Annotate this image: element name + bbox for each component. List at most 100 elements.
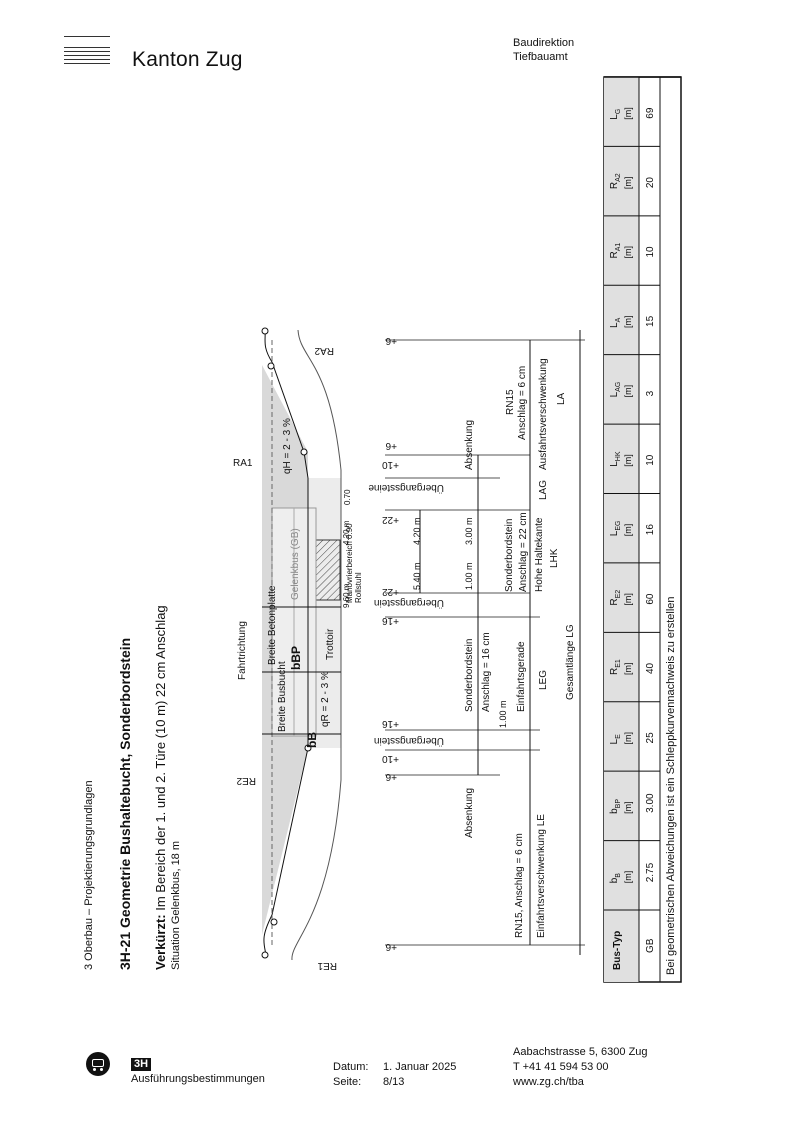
bbp-label: bBP bbox=[289, 646, 303, 670]
plus22-a: +22 bbox=[382, 514, 399, 525]
logo-mark bbox=[64, 36, 110, 67]
anschlag-aus: Anschlag = 6 cm bbox=[517, 366, 528, 440]
dim-540: 5.40 m bbox=[412, 562, 422, 590]
table-header-cell: LA bbox=[609, 317, 622, 328]
bb-label: bB bbox=[305, 732, 319, 748]
table-header-cell: LHK bbox=[609, 451, 622, 467]
manoevrier-label: Manövrierbereich 0.90 bbox=[345, 523, 354, 603]
hohe-haltekante-label: Hohe Haltekante bbox=[534, 517, 545, 592]
einfahrtsgerade-label: Einfahrtsgerade bbox=[516, 641, 527, 712]
datum-value: 1. Januar 2025 bbox=[383, 1061, 457, 1073]
trottoir-label: Trottoir bbox=[325, 628, 336, 660]
ra1-label: RA1 bbox=[233, 458, 253, 469]
dim-300: 3.00 m bbox=[464, 517, 474, 545]
manoeuvre-area bbox=[315, 539, 341, 601]
rollstuhl-label: Rollstuhl bbox=[354, 572, 363, 603]
dept-line-2: Tiefbauamt bbox=[513, 51, 568, 63]
gelenkbus-label: Gelenkbus (GB) bbox=[290, 528, 301, 600]
dim-960: 9.60 m bbox=[342, 583, 351, 608]
table-unit-cell: [m] bbox=[623, 177, 633, 190]
table-header-cell: LE bbox=[609, 734, 622, 745]
absenkung-aus: Absenkung bbox=[464, 420, 475, 470]
table-header-cell: bBP bbox=[609, 799, 622, 814]
table-unit-cell: [m] bbox=[623, 385, 633, 398]
plus6-d: +6 bbox=[385, 941, 397, 952]
ausfahrt-label: Ausfahrtsverschwenkung bbox=[538, 358, 549, 470]
table-value-cell: 3.00 bbox=[645, 793, 656, 813]
table-value-cell: 40 bbox=[645, 662, 656, 674]
table-unit-cell: [m] bbox=[623, 732, 633, 745]
table-header-cell: RE1 bbox=[609, 659, 622, 675]
table-value-cell: 69 bbox=[645, 107, 656, 119]
plus10-a: +10 bbox=[382, 459, 399, 470]
re1-label: RE1 bbox=[317, 960, 337, 971]
dim-100b: 1.00 m bbox=[464, 562, 474, 590]
seite-label: Seite: bbox=[333, 1076, 362, 1088]
table-header-cell: bB bbox=[609, 873, 622, 884]
breite-betonplatte-label: Breite Betonplatte bbox=[267, 585, 278, 665]
plus16-a: +16 bbox=[382, 615, 399, 626]
table-header-cell: RE2 bbox=[609, 590, 622, 606]
table-unit-cell: [m] bbox=[623, 871, 633, 884]
absenkung-ein: Absenkung bbox=[464, 788, 475, 838]
table-unit-cell: [m] bbox=[623, 593, 633, 606]
fahrtrichtung-label: Fahrtrichtung bbox=[237, 621, 248, 680]
breite-busbucht-label: Breite Busbucht bbox=[277, 661, 288, 732]
curb-line bbox=[263, 329, 309, 956]
anschlag16-label: Anschlag = 16 cm bbox=[481, 632, 492, 712]
rn15-aus: RN15 bbox=[505, 389, 516, 415]
table-header-cell: LEG bbox=[609, 521, 622, 537]
leg-label: LEG bbox=[538, 670, 549, 690]
ra2-label: RA2 bbox=[314, 345, 334, 356]
table-unit-cell: [m] bbox=[623, 454, 633, 467]
table-value-cell: 10 bbox=[645, 454, 656, 466]
uebergangssteine-label: Übergangssteine bbox=[368, 482, 444, 494]
table-value-cell: 16 bbox=[645, 524, 656, 536]
brand-name: Kanton Zug bbox=[132, 48, 243, 71]
datum-label: Datum: bbox=[333, 1061, 369, 1073]
footer-meta: Datum: 1. Januar 2025 Seite: 8/13 bbox=[333, 1060, 456, 1090]
dept-line-1: Baudirektion bbox=[513, 37, 575, 49]
plus22-b: +22 bbox=[382, 586, 399, 597]
dim-420b: 4.20 m bbox=[412, 517, 422, 545]
table-header-cell: Bus-Typ bbox=[612, 931, 623, 970]
qr-label: qR = 2 - 3 % bbox=[320, 671, 331, 727]
telephone: T +41 41 594 53 00 bbox=[513, 1061, 609, 1073]
bus-icon bbox=[86, 1052, 110, 1076]
address: Aabachstrasse 5, 6300 Zug bbox=[513, 1046, 648, 1058]
seite-value: 8/13 bbox=[383, 1076, 405, 1088]
einfahrt-label: Einfahrtsverschwenkung LE bbox=[536, 814, 547, 938]
plus16-b: +16 bbox=[382, 718, 399, 729]
dim-420: 4.20 m bbox=[342, 520, 351, 545]
uebergangsstein-b: Übergangsstein bbox=[374, 735, 444, 747]
sonderbordstein22-label: Sonderbordstein bbox=[504, 519, 515, 592]
table-header-cell: LG bbox=[609, 109, 622, 120]
rn15-ein: RN15, Anschlag = 6 cm bbox=[514, 833, 525, 938]
table-header-cell: RA2 bbox=[609, 173, 622, 189]
department: Baudirektion Tiefbauamt bbox=[513, 36, 574, 64]
lag-label: LAG bbox=[538, 480, 549, 500]
dim-070: 0.70 bbox=[343, 489, 352, 505]
table-value-cell: 10 bbox=[645, 246, 656, 258]
table-unit-cell: [m] bbox=[623, 246, 633, 259]
table-unit-cell: [m] bbox=[623, 663, 633, 676]
footer-doc: 3H Ausführungsbestimmungen bbox=[131, 1057, 265, 1087]
la-label: LA bbox=[556, 392, 567, 405]
plus10-b: +10 bbox=[382, 753, 399, 764]
table-unit-cell: [m] bbox=[623, 315, 633, 328]
gesamtlaenge-label: Gesamtlänge LG bbox=[565, 624, 576, 700]
table-value-cell: 25 bbox=[645, 732, 656, 744]
plus6-a: +6 bbox=[385, 335, 397, 346]
table-value-cell: 2.75 bbox=[645, 862, 656, 882]
re2-label: RE2 bbox=[236, 775, 256, 786]
lhk-label: LHK bbox=[549, 548, 560, 568]
table-unit-cell: [m] bbox=[623, 801, 633, 814]
plus6-b: +6 bbox=[385, 440, 397, 451]
table-note: Bei geometrischen Abweichungen ist ein S… bbox=[665, 596, 677, 975]
doc-name: Ausführungsbestimmungen bbox=[131, 1073, 265, 1085]
table-value-cell: GB bbox=[645, 938, 656, 953]
plus6-c: +6 bbox=[385, 771, 397, 782]
website-link[interactable]: www.zg.ch/tba bbox=[513, 1076, 584, 1088]
